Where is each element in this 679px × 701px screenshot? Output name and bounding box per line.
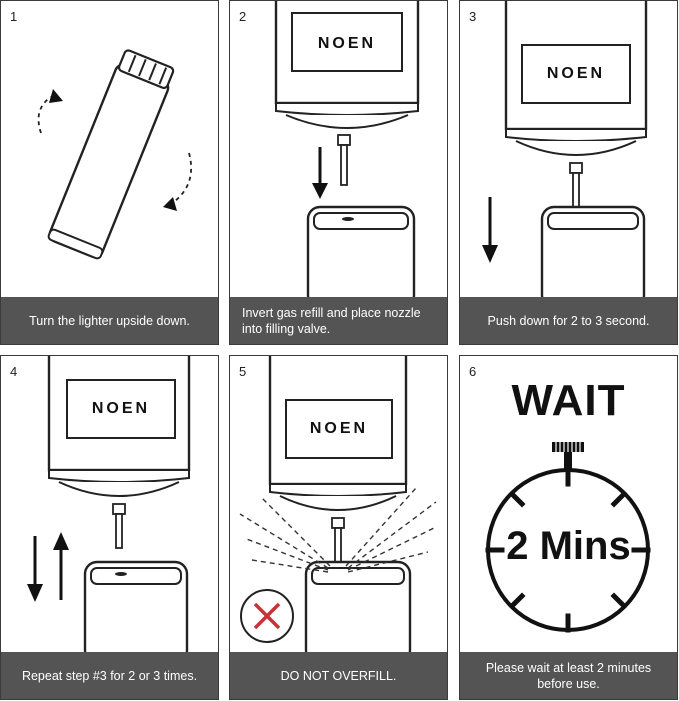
step-caption: Repeat step #3 for 2 or 3 times.	[1, 652, 218, 699]
step-number: 6	[469, 364, 477, 379]
brand-logo: NOEN	[317, 35, 377, 52]
brand-label: NOEN	[522, 65, 630, 83]
step-caption: Push down for 2 to 3 second.	[460, 297, 677, 344]
brand-logo: NOEN	[91, 400, 151, 417]
brand-label: NOEN	[292, 35, 402, 53]
step-panel-1: 1 Turn the lighter upside down.	[0, 0, 219, 345]
step-panel-5: 5 NOEN DO NOT OVERFILL.	[229, 355, 448, 700]
step-caption: Turn the lighter upside down.	[1, 297, 218, 344]
repeat-illustration	[27, 356, 191, 652]
step-number: 3	[469, 9, 477, 24]
step-panel-3: 3 NOEN Push down for 2 to 3 second.	[459, 0, 678, 345]
overfill-illustration	[239, 356, 437, 652]
wait-title: WAIT	[511, 376, 626, 425]
down-arrow-icon	[312, 147, 328, 199]
step-number: 4	[10, 364, 18, 379]
step-panel-6: 6 WAIT 2 Mins Please wait at least 2 min…	[459, 355, 678, 700]
rotate-arrows-icon	[37, 89, 193, 211]
step-caption: Invert gas refill and place nozzle into …	[230, 297, 447, 344]
stopwatch-icon	[485, 442, 651, 633]
step-caption: DO NOT OVERFILL.	[230, 652, 447, 699]
step-caption: Please wait at least 2 minutes before us…	[460, 652, 677, 699]
step-panel-4: 4 NOEN Repeat step #3 for 2 or 3 times.	[0, 355, 219, 700]
step-panel-2: 2 NOEN Invert gas refill and place nozzl…	[229, 0, 448, 345]
brand-logo: NOEN	[546, 65, 606, 82]
lighter-illustration	[37, 49, 193, 260]
up-down-arrows-icon	[27, 532, 69, 602]
brand-label: NOEN	[286, 420, 392, 438]
down-arrow-icon	[482, 197, 498, 263]
push-down-illustration	[482, 1, 648, 297]
brand-label: NOEN	[67, 400, 175, 418]
gas-refill-illustration	[274, 1, 420, 297]
timer-label: 2 Mins	[506, 524, 631, 568]
red-x-icon	[240, 589, 294, 643]
step-number: 5	[239, 364, 247, 379]
step-number: 1	[10, 9, 18, 24]
step-number: 2	[239, 9, 247, 24]
brand-logo: NOEN	[309, 420, 369, 437]
